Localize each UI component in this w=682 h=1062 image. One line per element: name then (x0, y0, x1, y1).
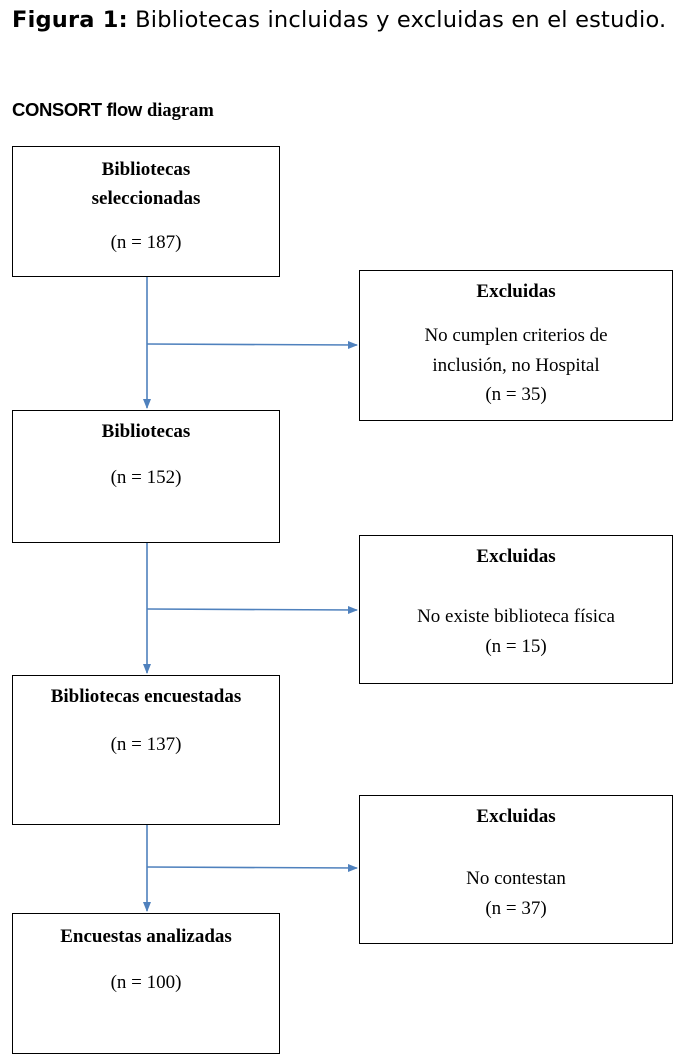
box-count: (n = 35) (485, 384, 547, 405)
figure-caption-text: Bibliotecas incluidas y excluidas en el … (135, 7, 667, 33)
box-count: (n = 137) (110, 734, 182, 755)
figure-label: Figura 1: (12, 7, 128, 33)
box-analyzed-surveys: Encuestas analizadas (n = 100) (12, 913, 280, 1054)
box-count: (n = 100) (110, 972, 182, 993)
box-reason-line: inclusión, no Hospital (432, 355, 600, 376)
diagram-subtitle: CONSORT flow diagram (12, 99, 214, 122)
arrow-right-3 (146, 863, 358, 872)
box-title-line: Excluidas (476, 546, 556, 567)
box-title-line: Bibliotecas (101, 159, 191, 180)
box-count: (n = 15) (485, 636, 547, 657)
box-count: (n = 37) (485, 898, 547, 919)
box-excluded-3: Excluidas No contestan (n = 37) (359, 795, 673, 944)
box-title-line: Bibliotecas encuestadas (50, 686, 242, 707)
box-title-line: Excluidas (476, 806, 556, 827)
box-selected-libraries: Bibliotecas seleccionadas (n = 187) (12, 146, 280, 277)
box-title-line: Bibliotecas (101, 421, 191, 442)
box-count: (n = 152) (110, 467, 182, 488)
box-count: (n = 187) (110, 232, 182, 253)
box-surveyed-libraries: Bibliotecas encuestadas (n = 137) (12, 675, 280, 825)
box-reason-line: No contestan (466, 868, 566, 889)
arrow-right-2 (146, 605, 358, 614)
box-title-line: Excluidas (476, 281, 556, 302)
subtitle-part-2: diagram (146, 101, 214, 121)
figure-caption: Figura 1: Bibliotecas incluidas y exclui… (12, 4, 676, 36)
box-libraries: Bibliotecas (n = 152) (12, 410, 280, 543)
subtitle-part-1: CONSORT flow (12, 99, 142, 120)
box-reason-line: No cumplen criterios de (424, 325, 608, 346)
box-excluded-2: Excluidas No existe biblioteca física (n… (359, 535, 673, 684)
box-title-line: Encuestas analizadas (60, 926, 232, 947)
arrow-right-1 (146, 340, 358, 349)
box-title-line: seleccionadas (91, 188, 201, 209)
box-excluded-1: Excluidas No cumplen criterios de inclus… (359, 270, 673, 421)
box-reason-line: No existe biblioteca física (417, 606, 615, 627)
